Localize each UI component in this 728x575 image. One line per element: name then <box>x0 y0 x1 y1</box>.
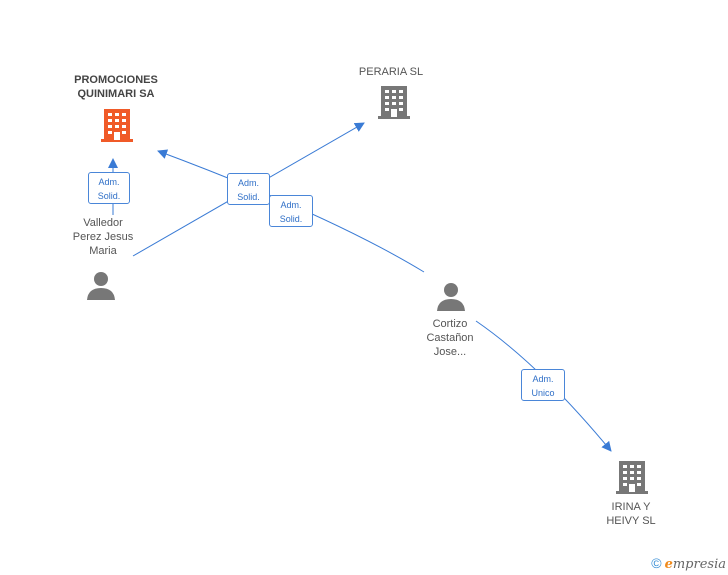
node-label-irina[interactable]: IRINA Y HEIVY SL <box>586 500 676 528</box>
person-icon-cortizo[interactable] <box>436 281 466 311</box>
copyright-icon: © <box>651 555 662 571</box>
node-label-promociones-line2: QUINIMARI SA <box>77 88 155 100</box>
node-label-promociones[interactable]: PROMOCIONES QUINIMARI SA <box>58 73 174 101</box>
building-icon-peraria[interactable] <box>378 84 410 120</box>
brand-rest: mpresia <box>672 557 726 572</box>
node-label-cortizo-line1: Cortizo <box>432 318 468 330</box>
edge-label-1-line1: Adm. <box>98 177 120 187</box>
node-label-irina-line1: IRINA Y <box>611 501 651 513</box>
edge-label-cortizo-promociones[interactable]: Adm. Solid. <box>269 195 313 227</box>
edge-label-4-line1: Adm. <box>532 374 554 384</box>
node-label-valledor-line1: Valledor <box>83 217 123 229</box>
person-icon-valledor[interactable] <box>86 270 116 300</box>
edge-label-1-line2: Solid. <box>97 191 121 201</box>
node-label-promociones-line1: PROMOCIONES <box>74 74 158 86</box>
edge-label-cortizo-irina[interactable]: Adm. Unico <box>521 369 565 401</box>
edge-label-valledor-promociones[interactable]: Adm. Solid. <box>88 172 130 204</box>
building-icon-irina[interactable] <box>616 459 648 495</box>
node-label-irina-line2: HEIVY SL <box>606 515 656 527</box>
brand-logo: empresia <box>665 557 726 572</box>
node-label-cortizo[interactable]: Cortizo Castañon Jose... <box>405 317 495 359</box>
building-icon-promociones[interactable] <box>101 107 133 143</box>
node-label-valledor-line3: Maria <box>89 245 117 257</box>
node-label-valledor-line2: Perez Jesus <box>72 231 134 243</box>
edge-label-3-line1: Adm. <box>280 200 302 210</box>
edge-label-valledor-peraria[interactable]: Adm. Solid. <box>227 173 270 205</box>
node-label-cortizo-line2: Castañon <box>426 332 474 344</box>
edge-label-2-line1: Adm. <box>237 178 259 188</box>
node-label-peraria-line1: PERARIA SL <box>358 66 424 78</box>
brand-e: e <box>664 557 673 572</box>
node-label-peraria[interactable]: PERARIA SL <box>346 65 436 79</box>
edge-label-2-line2: Solid. <box>237 192 260 202</box>
node-label-valledor[interactable]: Valledor Perez Jesus Maria <box>58 216 148 258</box>
edge-label-3-line2: Solid. <box>279 214 303 224</box>
node-label-cortizo-line3: Jose... <box>433 346 467 358</box>
edge-label-4-line2: Unico <box>531 388 555 398</box>
footer-brand[interactable]: ©empresia <box>651 555 726 572</box>
